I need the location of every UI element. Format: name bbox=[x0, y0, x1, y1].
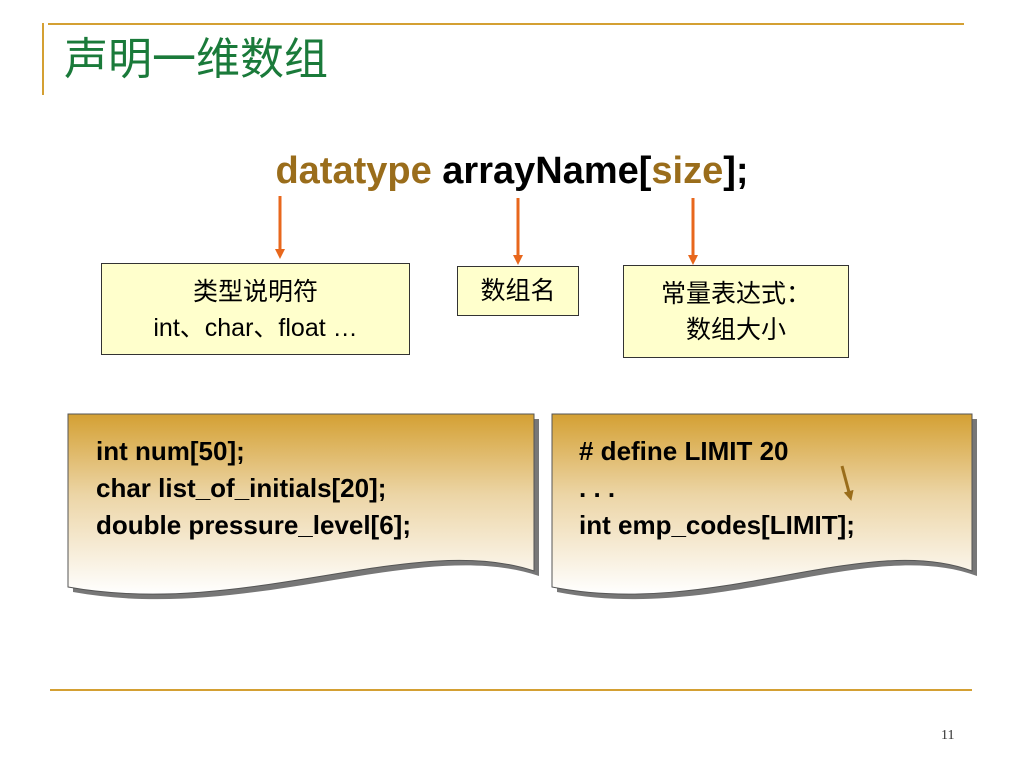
right-code-example: # define LIMIT 20 . . . int emp_codes[LI… bbox=[579, 433, 855, 544]
code-line: . . . bbox=[579, 473, 616, 503]
right-note-shape bbox=[551, 413, 973, 595]
callout-constant-expression-subtitle: 数组大小 bbox=[685, 315, 786, 344]
syntax-close: ]; bbox=[723, 150, 749, 192]
left-code-example: int num[50]; char list_of_initials[20]; … bbox=[96, 433, 411, 544]
code-line: int num[50]; bbox=[96, 436, 245, 466]
bottom-rule bbox=[50, 689, 972, 691]
arrow-limit-reference bbox=[840, 465, 854, 501]
left-note-shape bbox=[67, 413, 535, 595]
code-line: char list_of_initials[20]; bbox=[96, 473, 387, 503]
syntax-size: size bbox=[651, 150, 724, 192]
callout-constant-expression-title: 常量表达式： bbox=[660, 279, 811, 308]
syntax-datatype: datatype bbox=[275, 150, 432, 192]
code-line: int emp_codes[LIMIT]; bbox=[579, 510, 855, 540]
code-line: # define LIMIT 20 bbox=[579, 436, 789, 466]
left-rule bbox=[42, 23, 44, 95]
slide-title: 声明一维数组 bbox=[64, 34, 328, 85]
callout-constant-expression: 常量表达式： 数组大小 bbox=[623, 265, 849, 358]
top-rule bbox=[48, 23, 964, 25]
callout-type-specifier-examples: int、char、float … bbox=[153, 314, 358, 342]
callout-type-specifier: 类型说明符 int、char、float … bbox=[101, 263, 410, 355]
callout-type-specifier-title: 类型说明符 bbox=[192, 277, 318, 306]
callout-array-name-label: 数组名 bbox=[480, 276, 556, 305]
code-line: double pressure_level[6]; bbox=[96, 510, 411, 540]
callout-array-name: 数组名 bbox=[457, 266, 579, 316]
page-number: 11 bbox=[941, 728, 955, 743]
syntax-array-name: arrayName[ bbox=[442, 150, 652, 192]
syntax-line: datatype arrayName[size]; bbox=[0, 152, 1024, 190]
